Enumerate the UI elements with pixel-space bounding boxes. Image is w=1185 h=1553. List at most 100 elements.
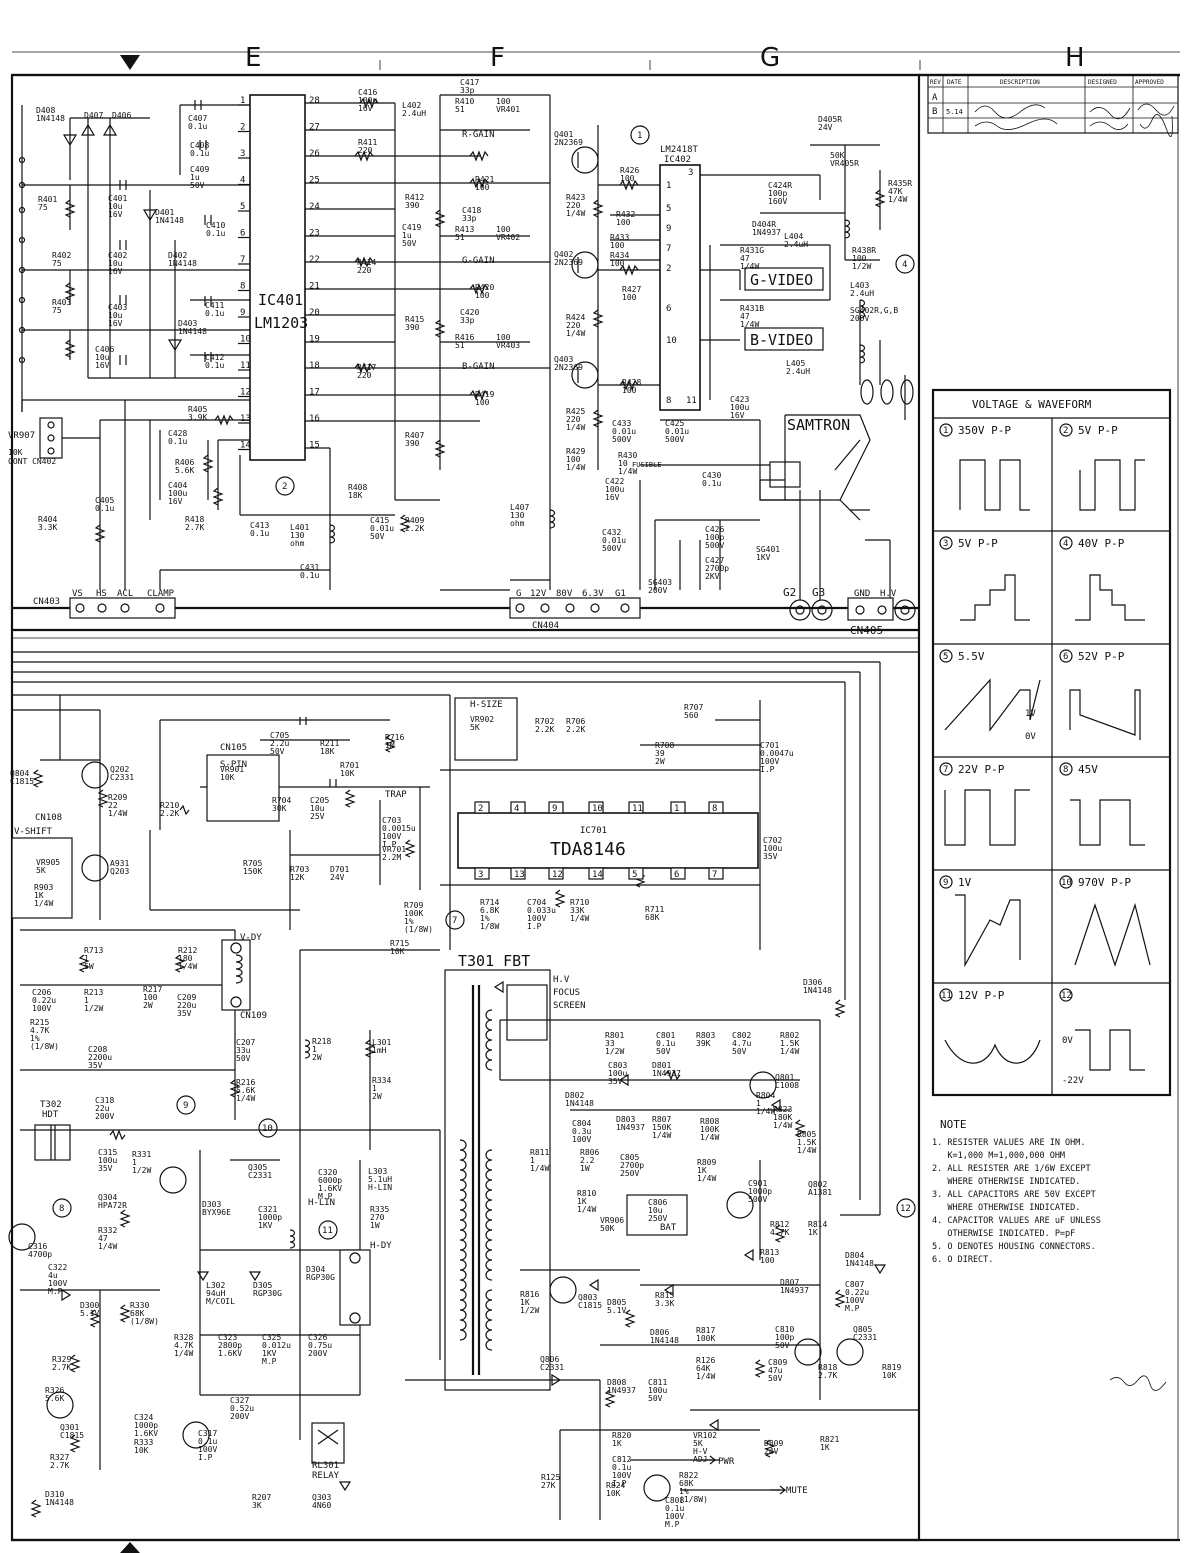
component-label-line: 2W — [143, 1001, 153, 1010]
component-label-line: C805 — [620, 1153, 639, 1162]
component-label-line: 1/4W — [780, 1047, 799, 1056]
component-label-line: 1M — [385, 741, 395, 750]
component-label-line: 1/4W — [236, 1094, 255, 1103]
spin-box — [206, 754, 280, 822]
component-label-line: 1K — [808, 1228, 818, 1237]
component-label-line: 1/4W — [566, 209, 585, 218]
component-label-line: R813 — [760, 1248, 779, 1257]
component-label-line: 18K — [320, 747, 335, 756]
component-label-line: 1K — [34, 891, 44, 900]
component-label-line: RGP30G — [253, 1289, 282, 1298]
component-label-line: R426 — [620, 166, 639, 175]
component-label-line: R416 — [455, 333, 474, 342]
note-line: 5. O DENOTES HOUSING CONNECTORS. — [932, 1242, 1096, 1252]
ic401-pin-12: 12 — [240, 388, 251, 398]
ic402-pin-11: 11 — [686, 396, 697, 406]
cn403-pin-clamp: CLAMP — [147, 589, 175, 599]
fbt-transformer — [444, 969, 551, 1391]
vshift-label: V-SHIFT — [14, 827, 53, 837]
waveform-trace — [1074, 902, 1151, 967]
component-label-line: R810 — [577, 1189, 596, 1198]
waveform-label: 350V P-P — [958, 424, 1011, 437]
component-label-line: 1/4W — [797, 1146, 816, 1155]
component-label-line: 2.4uH — [786, 367, 810, 376]
ic401-pin-19: 19 — [309, 335, 320, 345]
callout-text-11: 11 — [322, 1226, 333, 1236]
component-label-line: Q804 — [10, 769, 29, 778]
cn105-label: CN105 — [220, 743, 247, 753]
cn405-pin-hv: H.V — [880, 589, 897, 599]
component-label-line: D801 — [652, 1061, 671, 1070]
component-label-line: D806 — [650, 1328, 669, 1337]
component-label-line: 50V — [768, 1374, 783, 1383]
component-label-line: L402 — [402, 101, 421, 110]
cn404-pin-g1: G1 — [615, 589, 626, 599]
component-label-line: 0.01u — [665, 427, 689, 436]
component-label-line: 100u — [648, 1386, 667, 1395]
component-label-line: R328 — [174, 1333, 193, 1342]
component-label-line: Q304 — [98, 1193, 117, 1202]
component-label-line: C802 — [732, 1031, 751, 1040]
component-label-line: Q806 — [540, 1355, 559, 1364]
component-label-line: C705 — [270, 731, 289, 740]
component-label-line: C801 — [656, 1031, 675, 1040]
component-label-line: R709 — [404, 901, 423, 910]
component-label-line: 1W — [580, 1164, 590, 1173]
component-label-line: H-V — [693, 1447, 708, 1456]
component-label-line: 16V — [108, 319, 123, 328]
mute-arrow — [770, 1485, 787, 1495]
component-label-line: 1 — [84, 996, 89, 1005]
ic401-pin-23: 23 — [309, 229, 320, 239]
component-label-line: C416 — [358, 88, 377, 97]
component-label-line: 64K — [696, 1364, 711, 1373]
component-label-line: 100V — [572, 1135, 591, 1144]
component-label-line: 1.6KV — [318, 1184, 342, 1193]
component-label-line: R803 — [696, 1031, 715, 1040]
component-label-line: 1000p — [258, 1213, 282, 1222]
component-label-line: C804 — [572, 1119, 591, 1128]
component-label-line: R714 — [480, 898, 499, 907]
component-label-line: 1/2W — [605, 1047, 624, 1056]
component-label-line: D306 — [803, 978, 822, 987]
ic401-pin-3: 3 — [240, 149, 245, 159]
component-label-line: M.P — [48, 1287, 63, 1296]
component-label-line: ohm — [290, 539, 305, 548]
waveform-num-circle — [939, 762, 953, 776]
component-label-line: 5.6K — [45, 1394, 64, 1403]
component-label-line: R402 — [52, 251, 71, 260]
component-label-line: 2.7K — [185, 523, 204, 532]
component-label-line: R425 — [566, 407, 585, 416]
component-label-line: R819 — [882, 1363, 901, 1372]
component-label-line: C701 — [760, 741, 779, 750]
waveform-num: 3 — [943, 539, 948, 549]
component-label-line: Q802 — [808, 1180, 827, 1189]
component-label-line: R335 — [370, 1205, 389, 1214]
component-label-line: 100 — [143, 993, 158, 1002]
component-label-line: C207 — [236, 1038, 255, 1047]
component-label-line: 1/4W — [888, 195, 907, 204]
waveform-label: 45V — [1078, 763, 1098, 776]
component-label-line: 0.1u — [665, 1504, 684, 1513]
component-label-line: 390 — [405, 323, 420, 332]
